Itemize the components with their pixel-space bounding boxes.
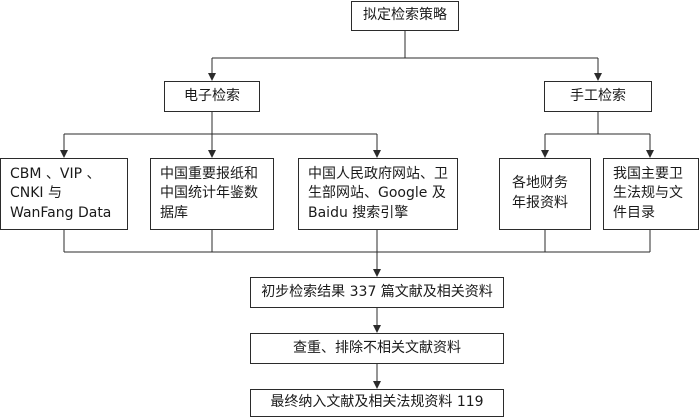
node-source-regulations: 我国主要卫生法规与文件目录 bbox=[603, 158, 699, 230]
node-source-cbm: CBM 、VIP 、CNKI 与 WanFang Data bbox=[0, 158, 128, 230]
node-electronic-search-label: 电子检索 bbox=[184, 87, 240, 104]
node-initial-results-label: 初步检索结果 337 篇文献及相关资料 bbox=[261, 283, 493, 300]
node-source-websites-label: 中国人民政府网站、卫生部网站、Google 及 Baidu 搜索引擎 bbox=[308, 165, 448, 221]
node-electronic-search: 电子检索 bbox=[164, 81, 260, 112]
node-final-included: 最终纳入文献及相关法规资料 119 bbox=[250, 389, 504, 417]
node-source-finance: 各地财务年报资料 bbox=[499, 158, 591, 230]
node-source-newspapers: 中国重要报纸和中国统计年鉴数据库 bbox=[150, 158, 274, 230]
node-initial-results: 初步检索结果 337 篇文献及相关资料 bbox=[250, 277, 504, 308]
node-source-regulations-label: 我国主要卫生法规与文件目录 bbox=[613, 165, 683, 221]
node-search-strategy: 拟定检索策略 bbox=[351, 1, 459, 31]
node-source-finance-label: 各地财务年报资料 bbox=[512, 175, 568, 211]
node-manual-search-label: 手工检索 bbox=[570, 87, 626, 104]
node-search-strategy-label: 拟定检索策略 bbox=[363, 7, 447, 24]
node-source-cbm-label: CBM 、VIP 、CNKI 与 WanFang Data bbox=[10, 165, 112, 221]
node-final-included-label: 最终纳入文献及相关法规资料 119 bbox=[270, 394, 484, 411]
node-deduplicate-label: 查重、排除不相关文献资料 bbox=[293, 339, 461, 356]
node-source-newspapers-label: 中国重要报纸和中国统计年鉴数据库 bbox=[160, 165, 258, 221]
node-deduplicate: 查重、排除不相关文献资料 bbox=[250, 333, 504, 364]
node-manual-search: 手工检索 bbox=[544, 81, 652, 112]
node-source-websites: 中国人民政府网站、卫生部网站、Google 及 Baidu 搜索引擎 bbox=[298, 158, 458, 230]
